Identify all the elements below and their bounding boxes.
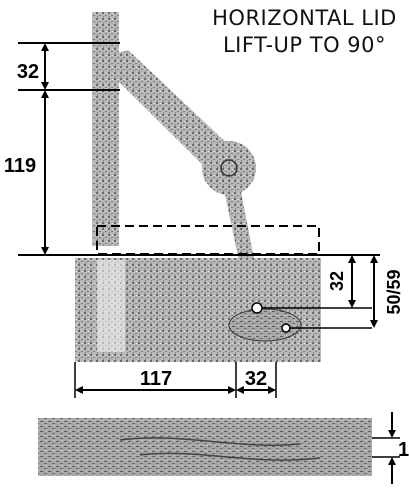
dim-thickness-label: 12 <box>398 439 409 461</box>
dim-top-offset-label: 32 <box>17 61 39 83</box>
hinge-arm <box>112 50 232 172</box>
screw-hole-lower <box>281 323 291 333</box>
dim-thickness-arrow-down <box>388 430 396 438</box>
dim-side-width-arrow-left <box>75 386 83 394</box>
diagram-title-line-1: HORIZONTAL LID <box>212 6 397 30</box>
dim-arm-height-arrow-down <box>41 247 49 255</box>
dim-base-offset-arrow-up <box>348 255 356 263</box>
pivot-disc <box>202 141 256 195</box>
board-grain-line-1 <box>119 437 301 446</box>
dim-base-offset-arrow-down <box>348 300 356 308</box>
screw-hole-upper <box>251 302 263 314</box>
dim-arm-height-label: 119 <box>4 155 36 177</box>
diagram-title-line-2: LIFT-UP TO 90° <box>222 33 387 57</box>
dim-side-width-label: 117 <box>140 368 172 390</box>
dim-hole-offset-arrow-right <box>268 386 276 394</box>
dim-range-arrow-down <box>370 320 378 328</box>
closed-lid-outline <box>96 225 320 255</box>
board-section <box>38 418 372 476</box>
dim-top-offset-arrow-up <box>41 43 49 51</box>
dim-range-label: 50/59 <box>384 269 404 314</box>
dim-hole-offset-label: 32 <box>245 368 267 390</box>
dim-range-arrow-up <box>370 255 378 263</box>
cabinet-recess <box>97 260 125 352</box>
mounting-plate <box>228 308 302 342</box>
dim-hole-offset-arrow-left <box>236 386 244 394</box>
dim-side-width-arrow-right <box>228 386 236 394</box>
dim-top-offset-arrow-down <box>41 82 49 90</box>
dim-arm-height-arrow-up <box>41 90 49 98</box>
pivot-center <box>220 159 238 177</box>
dim-base-offset-label: 32 <box>327 271 347 291</box>
lid-panel <box>92 12 119 246</box>
dim-thickness-arrow-up <box>388 457 396 465</box>
board-grain-line-2 <box>139 452 321 461</box>
